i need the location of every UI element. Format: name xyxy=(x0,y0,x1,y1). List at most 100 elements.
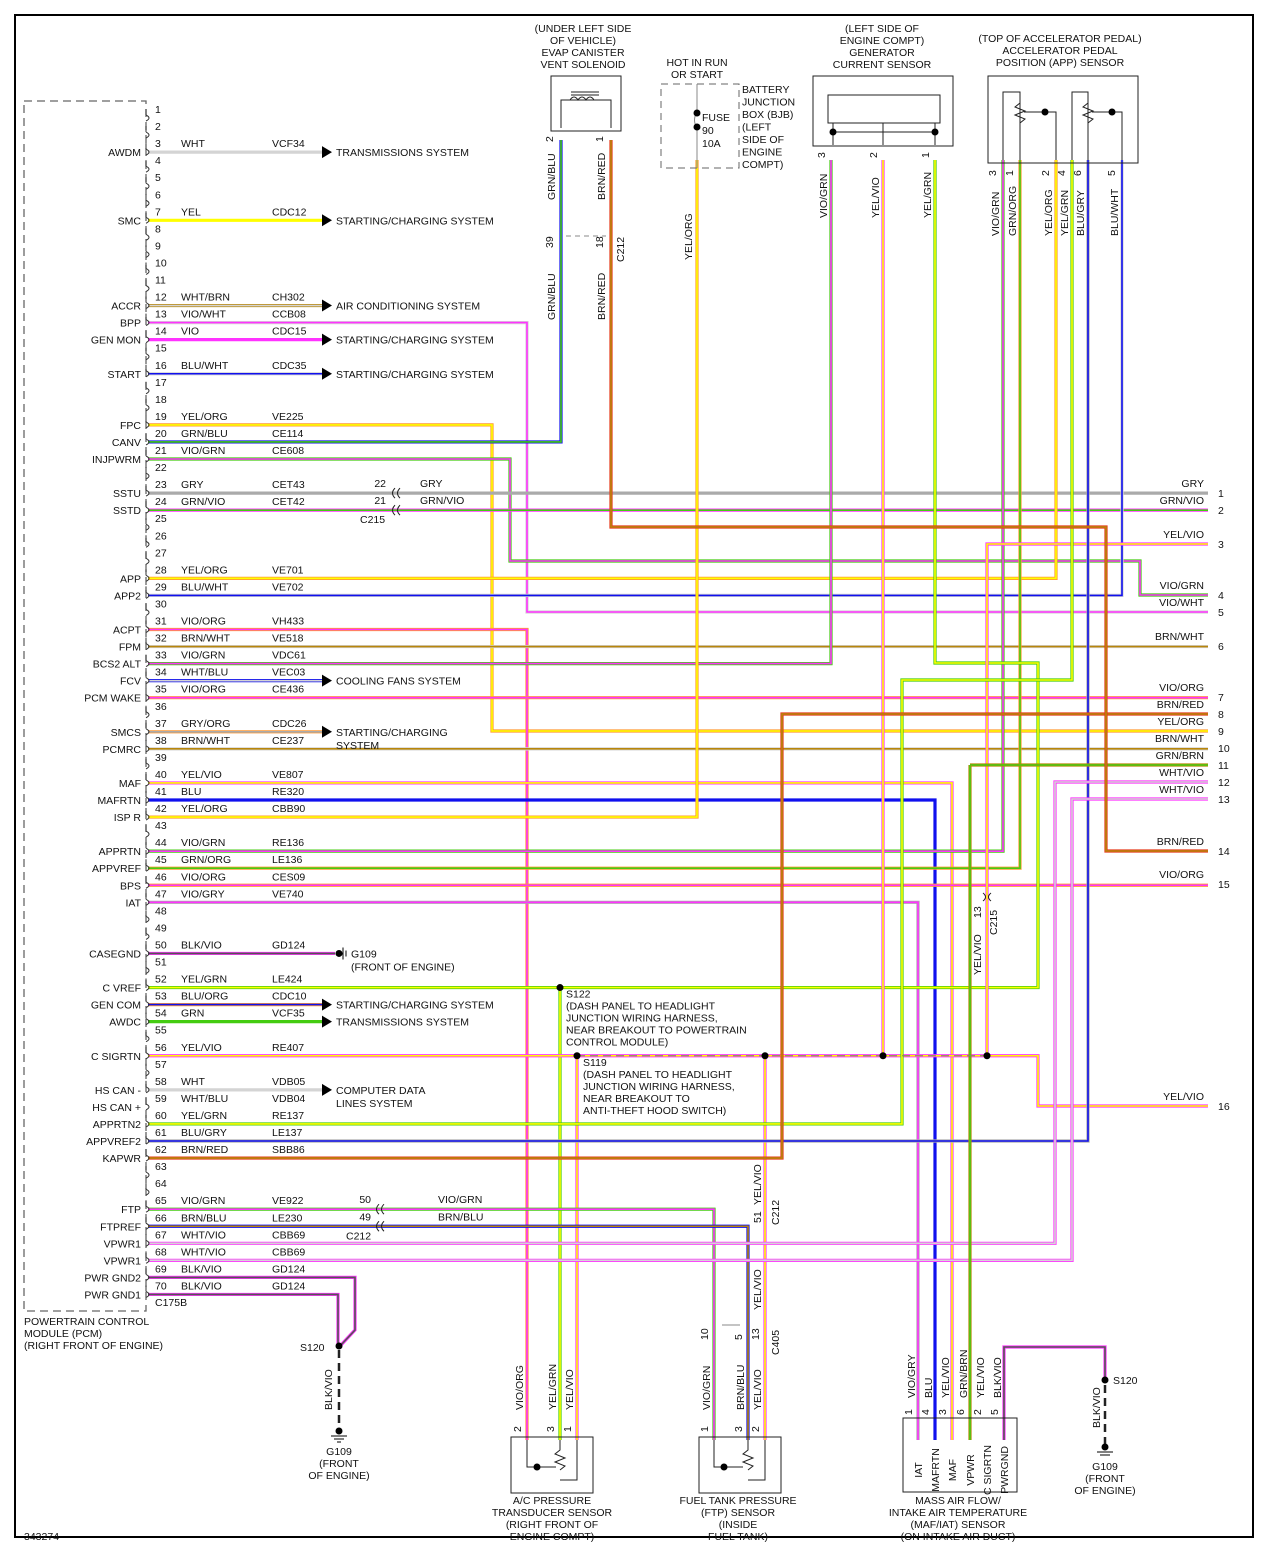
g109-location: (FRONT OF ENGINE) xyxy=(351,961,455,973)
splice-s119 xyxy=(879,1052,887,1060)
maf-sensor-pin-function: VPWR xyxy=(965,1454,977,1486)
pin-socket-icon xyxy=(145,671,150,685)
pin-number: 31 xyxy=(155,616,167,628)
pin-socket-icon xyxy=(145,245,150,258)
pin-socket-icon xyxy=(145,739,150,753)
c212-pin: 49 xyxy=(359,1211,371,1223)
harness-wire-color: BRN/RED xyxy=(1157,699,1205,711)
pin-number: 24 xyxy=(155,496,167,508)
pin-function-label: FPC xyxy=(120,420,141,432)
splice-s120 xyxy=(335,1342,343,1350)
pin-socket-icon xyxy=(145,688,150,702)
maf-sensor-wire-color: GRN/BRN xyxy=(958,1350,970,1398)
wire-ftp-stripe xyxy=(148,1208,715,1440)
pin-socket-icon xyxy=(145,1114,150,1128)
app-sensor-title: (TOP OF ACCELERATOR PEDAL) xyxy=(978,33,1141,45)
destination-system-label: COOLING FANS SYSTEM xyxy=(336,676,461,688)
pcm-module-box xyxy=(23,100,147,1312)
pin-function-label: FTP xyxy=(121,1204,141,1216)
wire-mafrtn xyxy=(148,798,937,1440)
maf-sensor-pin: 5 xyxy=(989,1409,1001,1415)
wire-color-label: YEL/GRN xyxy=(181,1110,227,1122)
pin-socket-icon xyxy=(145,927,150,940)
bjb-title: COMPT) xyxy=(742,159,783,171)
wire-color-label: WHT/VIO xyxy=(181,1229,226,1241)
bjb-title: SIDE OF xyxy=(742,134,784,146)
pin-socket-icon xyxy=(145,1149,150,1162)
destination-system-label: TRANSMISSIONS SYSTEM xyxy=(336,147,469,159)
pin-function-label: GEN COM xyxy=(91,1000,141,1012)
c212-wire-color: VIO/GRN xyxy=(438,1194,482,1206)
ftp-sensor-pin: 2 xyxy=(750,1426,762,1432)
ground-symbol xyxy=(331,1435,347,1443)
pin-socket-icon xyxy=(145,1234,150,1247)
pin-number: 4 xyxy=(155,155,161,167)
s120-label: S120 xyxy=(1113,1375,1138,1387)
c212-label: C212 xyxy=(346,1230,371,1242)
pin-socket-icon xyxy=(145,637,150,650)
pin-number: 63 xyxy=(155,1161,167,1173)
destination-system-label: STARTING/CHARGING SYSTEM xyxy=(336,369,494,381)
harness-wire-color: GRN/VIO xyxy=(1160,495,1204,507)
pin-socket-icon xyxy=(145,415,150,429)
splice-s119-label: S119 xyxy=(583,1057,607,1069)
c212-label: C212 xyxy=(770,1200,782,1225)
pin-number: 18 xyxy=(155,394,167,406)
pin-socket-icon xyxy=(145,620,150,633)
ac-sensor-title: A/C PRESSURE xyxy=(513,1495,591,1507)
bjb-wire-color: YEL/ORG xyxy=(683,213,695,260)
pin-number: 13 xyxy=(155,309,167,321)
pin-function-label: AWDM xyxy=(108,147,141,159)
app-sensor-wire-color: VIO/GRN xyxy=(990,192,1002,236)
circuit-id-label: VE701 xyxy=(272,564,304,576)
evap-title: (UNDER LEFT SIDE xyxy=(535,23,632,35)
wire-color-label: YEL/GRN xyxy=(181,974,227,986)
maf-sensor-pin: 6 xyxy=(955,1409,967,1415)
harness-wire-color: YEL/ORG xyxy=(1157,716,1204,728)
harness-wire-color: VIO/WHT xyxy=(1159,597,1204,609)
app-sensor-pin: 5 xyxy=(1106,170,1118,176)
maf-sensor-pin-function: MAFRTN xyxy=(930,1448,942,1492)
g109-label: G109 xyxy=(351,948,377,960)
wire-iat-stripe xyxy=(148,901,919,1440)
pin-number: 15 xyxy=(155,343,167,355)
wire-pwrgnd2-stripe xyxy=(148,1276,356,1346)
maf-sensor-pin-function: MAF xyxy=(947,1459,959,1481)
pin-number: 36 xyxy=(155,701,167,713)
pin-number: 68 xyxy=(155,1246,167,1258)
pin-socket-icon xyxy=(145,1285,150,1298)
c212-pin: 51 xyxy=(752,1211,764,1223)
pin-number: 9 xyxy=(155,240,161,252)
splice-s122-desc: JUNCTION WIRING HARNESS, xyxy=(566,1013,718,1025)
node xyxy=(533,1463,541,1471)
maf-sensor-wire-color: BLK/VIO xyxy=(992,1357,1004,1398)
pin-function-label: APP xyxy=(120,573,141,585)
ac-sensor-title: (RIGHT FRONT OF xyxy=(506,1519,598,1531)
wire-color-label: BLK/VIO xyxy=(181,939,222,951)
pin-number: 7 xyxy=(155,206,161,218)
g109-label: G109 xyxy=(1092,1461,1118,1473)
node xyxy=(1041,108,1049,116)
fuse-label: FUSE xyxy=(702,112,730,124)
ground-wire-color: BLK/VIO xyxy=(323,1369,335,1410)
maf-sensor-pin: 2 xyxy=(972,1409,984,1415)
pin-socket-icon xyxy=(145,279,150,292)
pin-number: 17 xyxy=(155,377,167,389)
splice-s122-desc: CONTROL MODULE) xyxy=(566,1037,668,1049)
ground-icon xyxy=(1101,1443,1109,1451)
circuit-id-label: VDC61 xyxy=(272,650,306,662)
bjb-title: JUNCTION xyxy=(742,97,795,109)
pin-socket-icon xyxy=(145,756,150,770)
harness-pin-number: 11 xyxy=(1218,760,1229,772)
g109-location: OF ENGINE) xyxy=(1074,1485,1135,1497)
maf-sensor-wire-color: BLU xyxy=(923,1378,935,1398)
pin-socket-icon xyxy=(145,910,150,923)
pin-function-label: MAF xyxy=(119,778,141,790)
arrow-icon xyxy=(322,1015,332,1028)
pin-socket-icon xyxy=(145,501,150,514)
pin-number: 20 xyxy=(155,428,167,440)
wire-bcs2-stripe xyxy=(148,160,832,665)
g109-label: G109 xyxy=(326,1446,352,1458)
pin-socket-icon xyxy=(145,1012,150,1026)
pin-function-label: SSTU xyxy=(113,488,141,500)
